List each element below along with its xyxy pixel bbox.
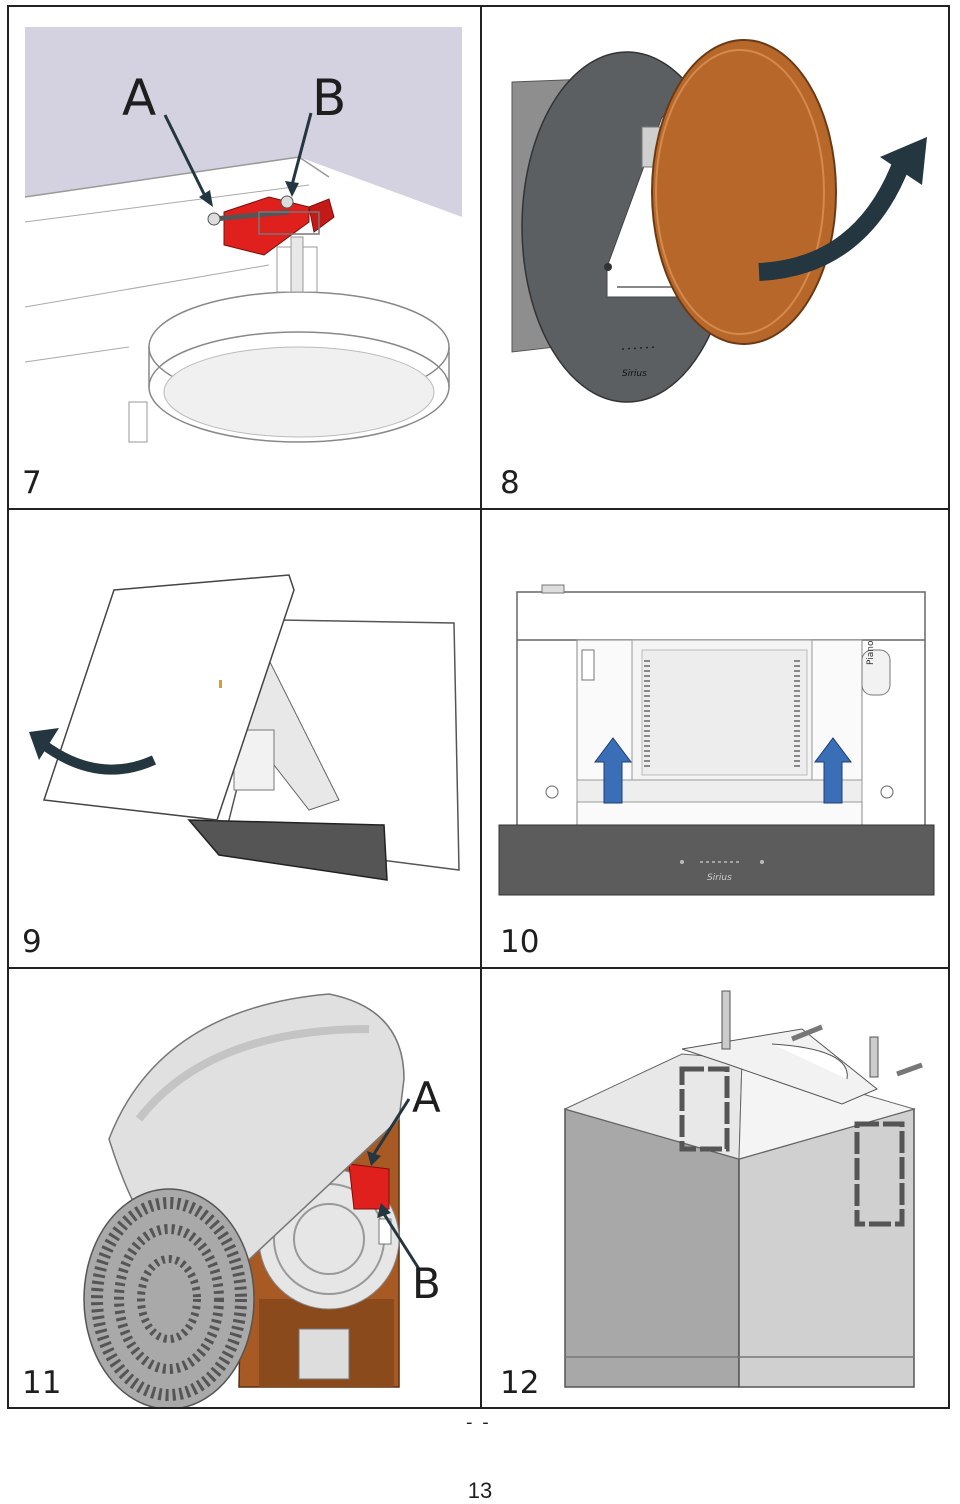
round-grille [83,1188,255,1407]
grid-divider-vertical [480,7,482,1407]
step-10-illustration [498,584,935,896]
step-10-panel: Piano Sirius 10 [482,510,948,966]
step-8-panel: Sirius 8 [482,7,948,506]
page-number: 13 [467,1478,493,1503]
step-10-brand: Sirius [707,873,732,883]
step-11-panel: A B 11 [9,969,478,1407]
blue-arrow-left [594,737,632,804]
blue-arrow-right [814,737,852,804]
step-10-number: 10 [500,924,540,960]
step-8-brand: Sirius [622,369,647,379]
instruction-grid [7,5,950,1409]
step-7-label-b: B [312,69,347,127]
step-8-illustration [511,39,927,403]
step-11-number: 11 [22,1365,62,1401]
clamp-bracket-red [348,1163,390,1210]
footer-dashes: - - [466,1412,491,1433]
grid-divider-row1 [9,508,948,510]
step-8-number: 8 [500,465,520,501]
step-7-number: 7 [22,465,42,501]
step-12-panel: 12 [482,969,948,1407]
step-10-side-label: Piano [866,640,876,665]
step-7-illustration [24,27,462,447]
step-12-illustration [563,990,923,1388]
copper-door [651,39,837,345]
white-front-panel [42,574,295,821]
grid-divider-row2 [9,967,948,969]
step-7-panel: A B 7 [9,7,478,506]
step-11-label-a: A [412,1073,441,1122]
step-12-number: 12 [500,1365,540,1401]
step-11-illustration [83,993,421,1407]
step-9-number: 9 [22,924,42,960]
step-9-illustration [29,574,460,881]
step-9-panel: 9 [9,510,478,966]
step-11-label-b: B [412,1259,441,1308]
step-7-label-a: A [122,69,157,127]
